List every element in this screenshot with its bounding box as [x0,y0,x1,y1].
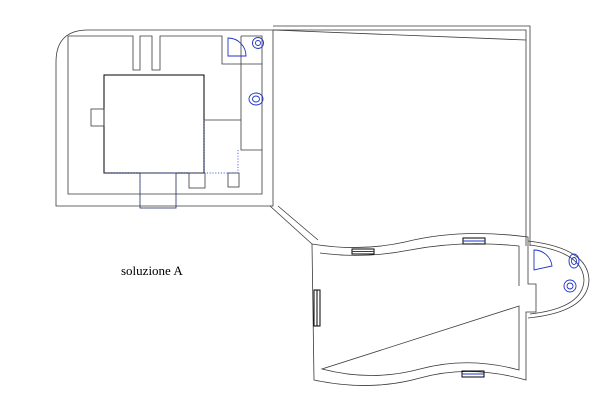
toilet-seat-icon [255,40,261,46]
link-corridor [269,205,319,245]
glass-frame-diagonal [272,29,527,41]
apse-inner [529,244,585,315]
dotted-partition [104,120,239,209]
apse-toilet-icon [563,279,577,293]
sink-icon [248,92,264,106]
lower-building [311,233,590,386]
glass-frame-outer [273,25,531,246]
upper-building [55,29,274,209]
glass-frame-inner [273,29,527,246]
corridor-wall [204,35,263,151]
plan-caption: soluzione A [121,263,183,278]
left-notch [90,108,105,127]
apse-toilet-seat-icon [566,282,574,290]
upper-building-outline [55,29,274,207]
apse-sink-icon [568,253,580,269]
apse-sink-basin-icon [571,257,577,265]
bottom-notch-1 [188,172,206,189]
upper-building-inner-wall [67,35,263,195]
door-swing-icon [227,37,247,57]
lower-building-outer-wall [311,233,537,386]
bottom-stair [139,172,177,209]
sink-basin-icon [252,95,260,103]
apse-door-swing-icon [533,249,553,271]
lower-building-inner-wall [319,243,520,376]
toilet-icon [252,37,264,49]
apse-outer [527,240,590,319]
glass-enclosure [269,25,531,246]
central-core [103,74,205,174]
bottom-notch-2 [227,172,240,188]
